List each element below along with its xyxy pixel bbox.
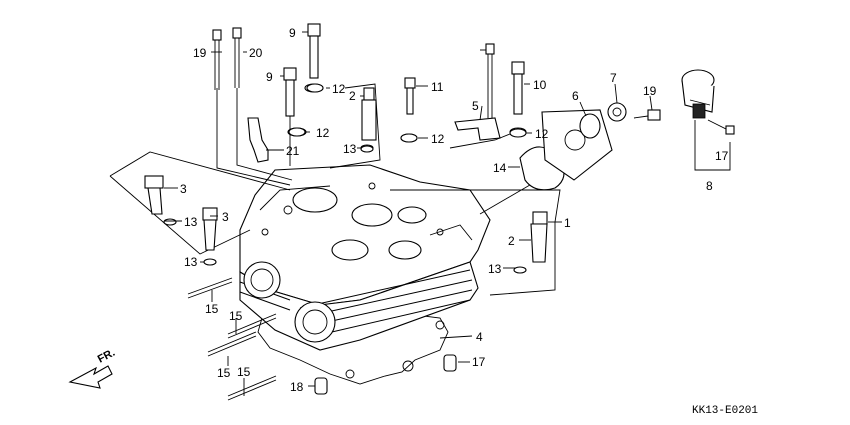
bolt-10 (509, 61, 527, 137)
callout-6: 6 (572, 89, 579, 103)
cover-6 (541, 109, 613, 181)
valve-guide-3-upper (144, 175, 177, 226)
cap-7 (607, 102, 627, 122)
front-marker: FR. (96, 347, 117, 366)
callout-2-top: 2 (349, 89, 356, 103)
bracket-5 (454, 117, 501, 141)
callout-13-left: 13 (184, 215, 198, 229)
callout-2-right: 2 (508, 234, 515, 248)
callout-15-a: 15 (205, 302, 219, 316)
clamp-8 (681, 69, 715, 119)
bolt-20 (485, 43, 495, 118)
cylinder-head (239, 164, 491, 351)
spark-plug-21 (247, 117, 269, 163)
front-arrow-icon (68, 365, 113, 389)
dowel-1-2-right (513, 211, 548, 274)
callout-8: 8 (706, 179, 713, 193)
callout-9-left: 9 (266, 70, 273, 84)
callout-17-right: 17 (472, 355, 486, 369)
callout-3-upper: 3 (180, 182, 187, 196)
callout-12-d: 12 (535, 127, 549, 141)
bolt-9-top (304, 23, 324, 93)
callout-14: 14 (493, 161, 507, 175)
callout-13-lower: 13 (184, 255, 198, 269)
bolt-19-left (212, 29, 222, 90)
diagram-code: KK13-E0201 (692, 405, 758, 417)
callout-9-top: 9 (289, 26, 296, 40)
callout-13-top: 13 (343, 142, 357, 156)
callout-12-a: 12 (332, 82, 346, 96)
callout-11: 11 (431, 80, 444, 94)
callout-7: 7 (610, 71, 617, 85)
bolt-11 (400, 77, 418, 143)
callout-12-c: 12 (431, 132, 445, 146)
callout-13-right: 13 (488, 262, 502, 276)
bolt-19-right (232, 27, 242, 88)
callout-3-lower: 3 (222, 210, 229, 224)
callout-15-b: 15 (229, 309, 243, 323)
callout-16: 17 (715, 149, 729, 163)
callout-15-c: 15 (217, 366, 231, 380)
callout-19-right: 20 (249, 46, 263, 60)
callout-1: 1 (564, 216, 571, 230)
callout-18: 19 (643, 84, 657, 98)
callout-19-left: 19 (193, 46, 207, 60)
callout-5: 5 (472, 99, 479, 113)
bolt-18 (633, 109, 661, 121)
callout-12-b: 12 (316, 126, 330, 140)
callout-4: 4 (476, 330, 483, 344)
label-leaders (164, 31, 653, 396)
bolt-9-left (283, 67, 307, 137)
washers-12 (288, 83, 527, 153)
valve-guide-3-lower (202, 207, 218, 266)
callout-21: 21 (286, 144, 300, 158)
callout-10: 10 (533, 78, 547, 92)
callout-17-left: 18 (290, 380, 304, 394)
studs-15 (187, 277, 277, 401)
dowels-17 (314, 354, 457, 395)
screw-16 (707, 119, 735, 135)
dowel-2-top (360, 87, 377, 152)
callout-labels: 19 20 9 9 12 12 21 2 13 11 12 10 12 5 6 … (180, 26, 729, 394)
callout-15-d: 15 (237, 365, 251, 379)
